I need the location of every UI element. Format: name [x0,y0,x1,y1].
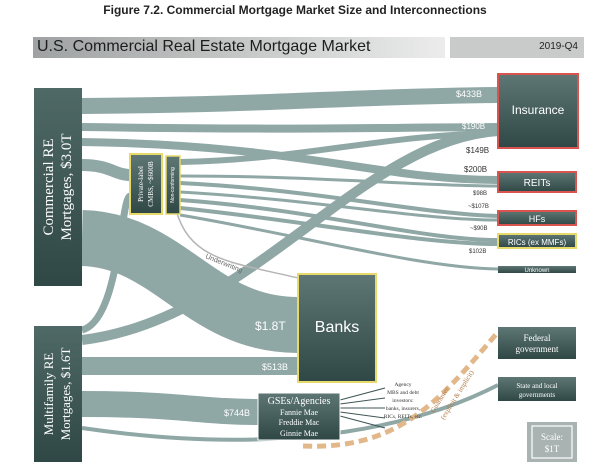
agency-note-1: Agency [394,382,411,388]
unknown-label: Unknown [524,268,549,274]
header-date: 2019-Q4 [539,41,578,52]
flow-label-reits: $200B [464,165,487,174]
flow-label-gse: $744B [224,408,250,418]
flow-label-mf-banks: $513B [262,362,288,372]
scale-label-1: Scale: [541,432,563,442]
multifamily-source-node [34,326,82,462]
federal-label-2: government [516,344,559,354]
cmbs-node [129,153,163,215]
flow-cmbs-hfs-107 [179,181,499,218]
gse-node [257,392,341,441]
banks-label: Banks [315,319,359,336]
header-date-box: 2019-Q4 [450,37,584,58]
flow-multifamily-gse [81,391,259,425]
flow-label-98: $98B [473,191,487,197]
flow-multifamily-cmbs [80,192,133,334]
multifamily-label-2: Mortgages, $1.6T [58,348,73,441]
commercial-label-2: Mortgages, $3.0T [59,133,75,240]
flow-label-insurance: $433B [456,89,482,99]
flow-cmbs-unknown [179,213,499,271]
flow-label-90: ~$90B [470,226,488,232]
gse-line-3: Ginnie Mae [280,429,318,438]
multifamily-label-1: Multifamily RE [41,353,56,436]
agency-fan [339,387,386,429]
gse-line-1: Fannie Mae [280,408,318,417]
agency-note-2: MBS and debt [387,390,419,396]
figure-title: Figure 7.2. Commercial Mortgage Market S… [103,3,487,17]
flow-cmbs-hfs-2 [179,190,499,222]
flow-commercial-insurance-190 [81,123,499,133]
federal-node [498,327,576,359]
flow-cmbs-rics-102 [179,206,499,246]
state-label-2: governments [519,391,555,399]
reits-label: REITs [524,178,551,189]
scale-inner [531,425,573,459]
commercial-label-1: Commercial RE [41,138,57,235]
flow-label-banks: $1.8T [255,319,286,333]
cmbs-label-2: CMBS, ~$600B [147,161,155,207]
header-bar: U.S. Commercial Real Estate Mortgage Mar… [33,37,445,58]
agency-note-5: RICs, REITs, etc. [384,414,423,420]
state-label-1: State and local [516,382,557,390]
flow-cmbs-rics-90 [179,198,499,242]
rics-node [497,233,577,249]
nonconforming-label: Non-conforming [170,167,176,203]
flow-multifamily-insurance [81,126,499,345]
flow-cmbs-reits-98 [179,174,499,188]
nonconforming-node [165,155,181,215]
hfs-node [497,210,577,226]
gse-line-2: Freddie Mac [279,418,320,427]
flows [80,87,499,442]
header-title: U.S. Commercial Real Estate Mortgage Mar… [37,38,371,55]
flow-label-insurance-190: $190B [462,122,485,131]
banks-node [297,273,377,383]
flow-commercial-reits [81,138,499,184]
rics-label: RICs (ex MMFs) [508,238,567,247]
flow-commercial-insurance [81,87,499,114]
agency-note-4: banks, insurers, [386,406,421,412]
unknown-node [498,266,576,273]
flow-label-107: ~$107B [468,204,489,210]
federal-label-1: Federal [524,333,551,343]
underwriting-line [175,209,299,279]
flow-commercial-cmbs [81,159,131,181]
reits-node [497,171,577,193]
commercial-source-node [34,88,82,286]
scale-box [527,422,577,462]
state-node [498,377,576,401]
gse-title: GSEs/Agencies [268,396,331,407]
cmbs-label-1: Private-label [137,166,145,202]
guarantee-line [302,330,500,449]
flow-label-149: $149B [466,146,489,155]
insurance-label: Insurance [512,103,565,117]
flow-label-102: $102B [469,249,486,255]
agency-note-3: investors: [392,398,414,404]
flow-commercial-banks [80,210,300,353]
flow-multifamily-state [81,383,499,442]
scale-label-2: $1T [545,444,560,454]
insurance-node [497,73,579,149]
hfs-label: HFs [529,214,546,224]
